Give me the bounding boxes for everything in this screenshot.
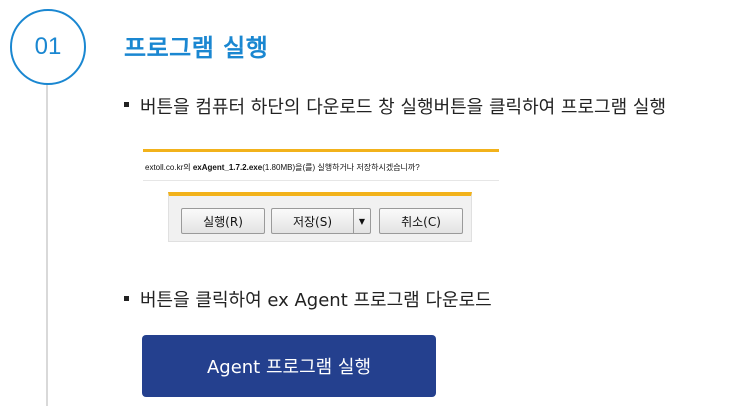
agent-run-button[interactable]: Agent 프로그램 실행: [142, 335, 436, 397]
timeline-line: [46, 80, 48, 406]
save-options-dropdown-icon[interactable]: ▼: [353, 208, 371, 234]
agent-run-button-label: Agent 프로그램 실행: [206, 357, 372, 378]
step-number-badge: 01: [10, 9, 86, 85]
download-question: (1.80MB)을(를) 실행하거나 저장하시겠습니까?: [262, 163, 420, 172]
cancel-button[interactable]: 취소(C): [379, 208, 463, 234]
download-button-panel: 실행(R) 저장(S) ▼ 취소(C): [168, 192, 472, 242]
step-title: 프로그램 실행: [124, 34, 269, 62]
step-number: 01: [34, 33, 62, 60]
bullet-icon: [124, 102, 129, 107]
save-button[interactable]: 저장(S): [271, 208, 353, 234]
instruction-2: 버튼을 클릭하여 ex Agent 프로그램 다운로드: [140, 290, 492, 311]
download-message: extoll.co.kr의 exAgent_1.7.2.exe(1.80MB)을…: [145, 162, 420, 173]
download-notification-bar: extoll.co.kr의 exAgent_1.7.2.exe(1.80MB)을…: [143, 149, 499, 181]
download-filename: exAgent_1.7.2.exe: [192, 163, 263, 172]
bullet-icon: [124, 296, 129, 301]
run-button[interactable]: 실행(R): [181, 208, 265, 234]
download-site-suffix: 의: [183, 163, 193, 172]
download-site: extoll.co.kr: [145, 163, 184, 172]
instruction-1: 버튼을 컴퓨터 하단의 다운로드 창 실행버튼을 클릭하여 프로그램 실행: [140, 97, 667, 118]
